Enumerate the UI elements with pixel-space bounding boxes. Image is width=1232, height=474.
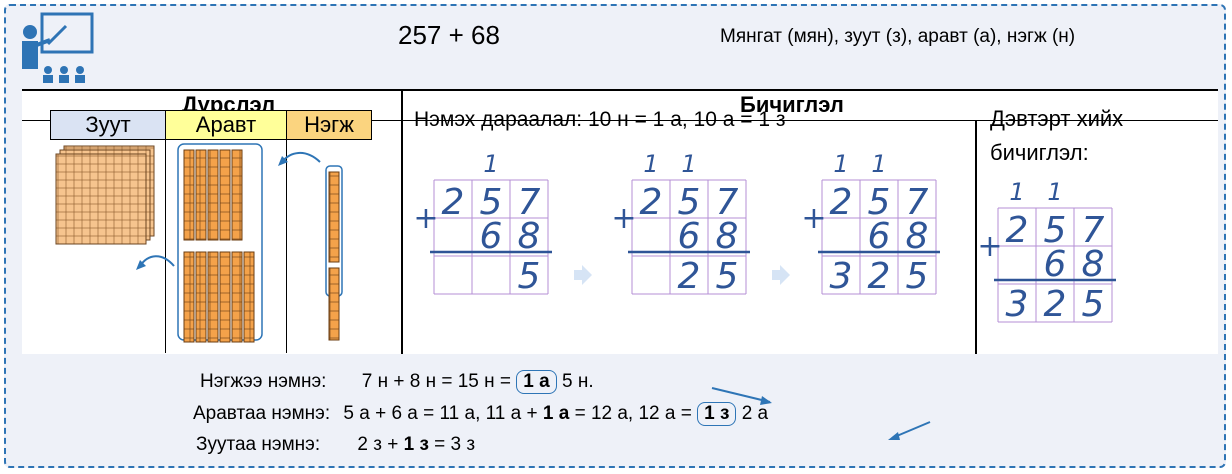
sum-digit: 2 [868, 256, 891, 297]
carry-digit: 1 [483, 150, 498, 178]
sum-digit: 3 [1006, 284, 1029, 325]
addend-digit: 8 [716, 216, 739, 257]
teacher-board-icon [14, 12, 98, 86]
carry-digit: 1 [1009, 178, 1024, 206]
addend-digit: 6 [480, 216, 503, 257]
ones-label: Нэгжээ нэмнэ: [200, 371, 326, 392]
sum-digit: 5 [518, 256, 541, 297]
plus-sign: + [611, 201, 636, 236]
addend-digit: 2 [442, 182, 465, 223]
addend-digit: 6 [678, 216, 701, 257]
addend-digit: 8 [1082, 244, 1105, 285]
ones-header: Нэгж [286, 110, 372, 140]
tens-rods-top [184, 150, 242, 240]
plus-sign: + [801, 201, 826, 236]
sum-digit: 5 [906, 256, 929, 297]
addend-digit: 8 [906, 216, 929, 257]
carry-digit: 1 [1047, 178, 1062, 206]
sum-digit: 5 [1082, 284, 1105, 325]
addend-digit: 2 [830, 182, 853, 223]
table-top-line [22, 89, 1218, 91]
tens-rods-bottom [184, 252, 254, 342]
hundreds-bold-carry: 1 з [404, 434, 429, 455]
expression: 257 + 68 [398, 20, 500, 51]
tens-bold-carry: 1 а [543, 403, 569, 424]
addition-order-text: Нэмэх дараалал: 10 н = 1 а, 10 а = 1 з [414, 108, 786, 132]
tens-header: Аравт [165, 110, 287, 140]
ones-carry-circled: 1 а [516, 370, 556, 394]
addend-digit: 2 [1006, 210, 1029, 251]
carry-digit: 1 [871, 150, 886, 178]
tens-expression-1: 5 а + 6 а = 11 а, 11 а + [343, 403, 537, 424]
hundreds-header: Зуут [50, 110, 166, 140]
ones-expression: 7 н + 8 н = 15 н = [362, 371, 511, 392]
addend-digit: 6 [868, 216, 891, 257]
sum-digit: 3 [830, 256, 853, 297]
addend-digit: 8 [518, 216, 541, 257]
hundreds-flats [56, 146, 154, 244]
step-arrow-icon [574, 265, 592, 285]
carry-digit: 1 [643, 150, 658, 178]
plus-sign: + [977, 229, 1002, 264]
addend-digit: 6 [1044, 244, 1067, 285]
hundreds-explanation: Зуутаа нэмнэ: 2 з + 1 з = 3 з [196, 434, 475, 456]
ones-rest: 5 н. [562, 371, 594, 392]
sum-digit: 2 [678, 256, 701, 297]
base-ten-blocks [50, 140, 380, 352]
hundreds-expression-2: = 3 з [434, 434, 475, 455]
tens-label: Аравтаа нэмнэ: [193, 403, 330, 424]
hundreds-label: Зуутаа нэмнэ: [196, 434, 320, 455]
hundreds-expression-1: 2 з + [357, 434, 398, 455]
sum-digit: 5 [716, 256, 739, 297]
plus-sign: + [413, 201, 438, 236]
step-arrow-icon [772, 265, 790, 285]
carry-arrows [600, 380, 960, 450]
carry-digit: 1 [833, 150, 848, 178]
sum-digit: 2 [1044, 284, 1067, 325]
ones-explanation: Нэгжээ нэмнэ: 7 н + 8 н = 15 н = 1 а 5 н… [200, 370, 594, 394]
place-value-legend: Мянгат (мян), зуут (з), аравт (а), нэгж … [720, 26, 1075, 48]
addend-digit: 2 [640, 182, 663, 223]
carry-digit: 1 [681, 150, 696, 178]
